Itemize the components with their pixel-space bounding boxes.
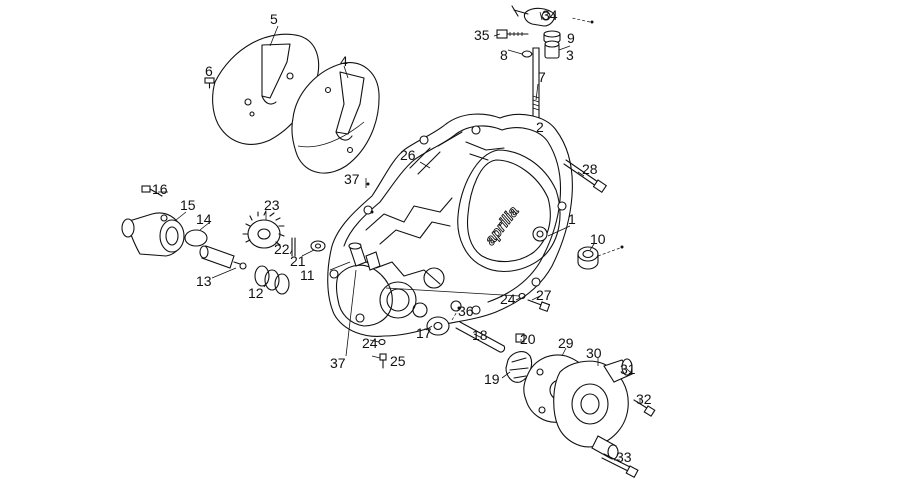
part-26-clutch-cover: aprilia (327, 113, 573, 337)
label-part-29: 29 (558, 335, 574, 351)
part-24-washer-b (378, 338, 386, 346)
label-part-30: 30 (586, 345, 602, 361)
part-33-bolt (601, 453, 639, 479)
part-6-screw (204, 77, 215, 89)
label-part-6: 6 (205, 63, 213, 79)
part-35-bolt (496, 29, 529, 39)
label-part-36: 36 (458, 303, 474, 319)
label-part-23: 23 (264, 197, 280, 213)
label-part-13: 13 (196, 273, 212, 289)
label-part-10: 10 (590, 231, 606, 247)
part-17-seal (426, 316, 450, 336)
label-part-25: 25 (390, 353, 406, 369)
label-part-17: 17 (416, 325, 432, 341)
label-part-24-left: 24 (362, 335, 378, 351)
label-part-37-top: 37 (344, 171, 360, 187)
label-part-11: 11 (300, 267, 315, 283)
label-part-16: 16 (152, 181, 168, 197)
label-part-22: 22 (274, 241, 290, 257)
part-16-screw (141, 185, 163, 197)
part-28-bolt (563, 159, 608, 193)
label-part-34: 34 (542, 7, 558, 23)
label-part-27: 27 (536, 287, 552, 303)
leader-lines (158, 11, 641, 461)
part-15-water-elbow (121, 212, 185, 257)
part-32-bolt (633, 399, 656, 417)
label-part-32: 32 (636, 391, 652, 407)
label-part-33: 33 (616, 449, 632, 465)
part-18-shaft (455, 321, 506, 353)
label-part-28: 28 (582, 161, 598, 177)
label-part-9: 9 (567, 30, 575, 46)
label-part-26: 26 (400, 147, 416, 163)
label-part-3: 3 (566, 47, 574, 63)
part-10-seal (577, 246, 599, 270)
label-part-21: 21 (290, 253, 306, 269)
label-part-24-right: 24 (500, 291, 516, 307)
part-3-seal (544, 40, 560, 59)
part-14-oring (184, 229, 208, 247)
part-21-washer (310, 240, 326, 252)
label-part-19: 19 (484, 371, 500, 387)
part-8-clip (521, 50, 533, 58)
part-13-thermostat (199, 245, 247, 270)
part-34-lever (511, 5, 555, 27)
label-part-5: 5 (270, 11, 278, 27)
part-20-nut (515, 333, 525, 343)
label-part-31: 31 (620, 361, 636, 377)
label-part-37-bottom: 37 (330, 355, 346, 371)
label-part-12: 12 (248, 285, 264, 301)
part-9-bushing (543, 30, 561, 44)
label-part-18: 18 (472, 327, 488, 343)
part-4-shield-front (291, 62, 380, 174)
label-part-35: 35 (474, 27, 490, 43)
label-part-8: 8 (500, 47, 508, 63)
part-27-screw (527, 299, 551, 313)
label-part-14: 14 (196, 211, 212, 227)
label-part-2: 2 (536, 119, 544, 135)
part-23-gear (242, 210, 285, 249)
callout-labels: 5 4 6 34 35 9 8 3 7 2 26 28 37 1 10 16 1… (152, 7, 652, 465)
part-12-rings (254, 265, 290, 295)
part-25-screw (379, 353, 387, 369)
label-part-15: 15 (180, 197, 196, 213)
label-part-7: 7 (538, 69, 546, 85)
label-part-4: 4 (340, 53, 348, 69)
label-part-1: 1 (568, 211, 576, 227)
part-22-pin (291, 237, 296, 257)
label-part-20: 20 (520, 331, 536, 347)
